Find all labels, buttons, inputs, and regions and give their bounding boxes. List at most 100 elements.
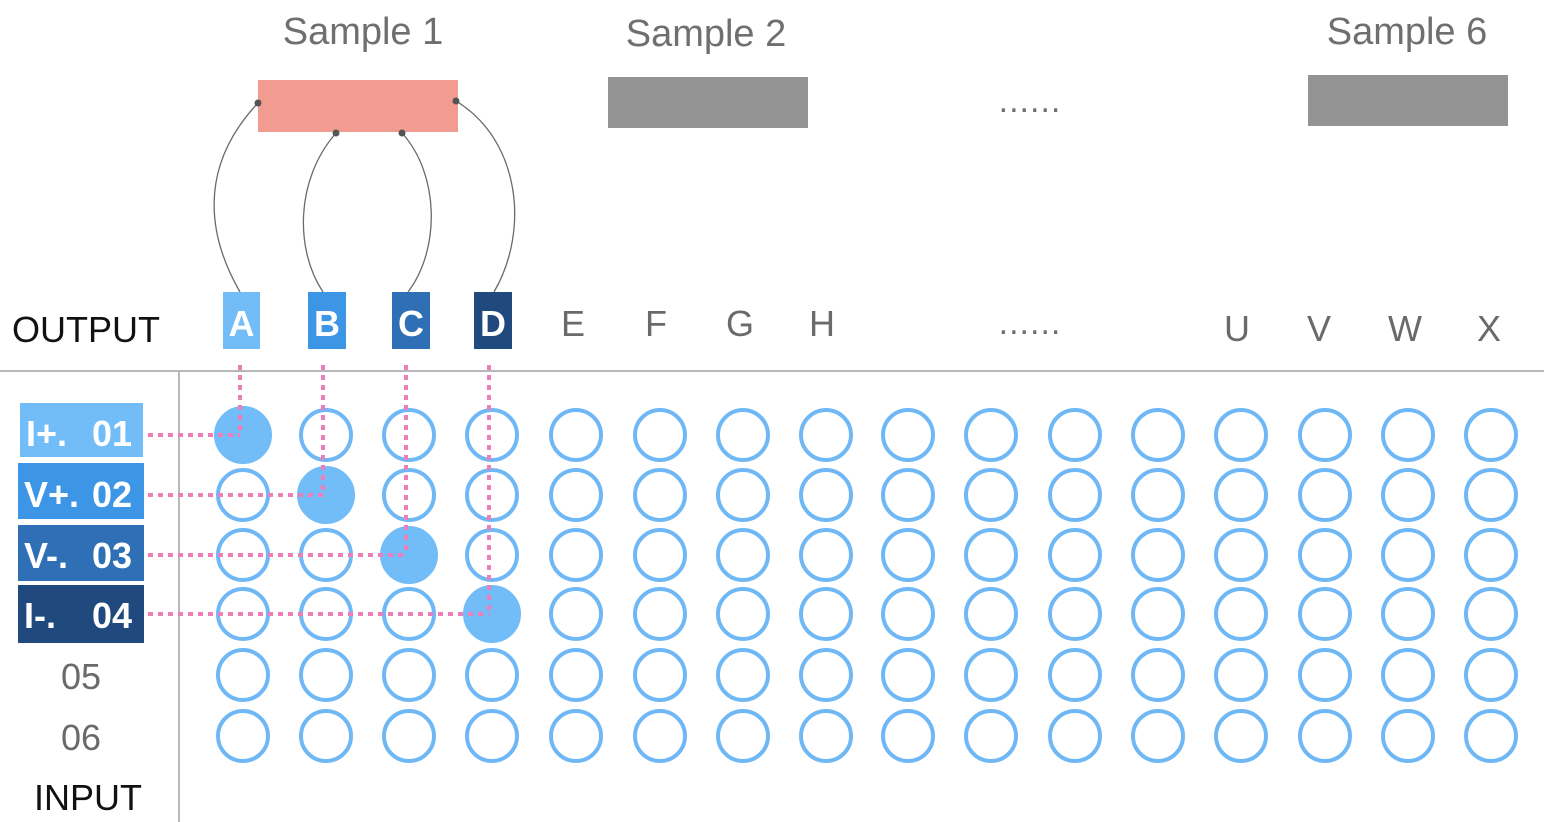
sample-1-bar [258,80,458,132]
well [716,709,770,763]
wire-c-anchor [398,129,406,137]
well [1464,408,1518,462]
output-badge-c [392,292,430,349]
well [1131,587,1185,641]
well [881,528,935,582]
well [1298,408,1352,462]
input-badge-01 [20,403,143,457]
well [299,408,353,462]
well [382,408,436,462]
output-label-c: C [398,303,424,344]
well [799,408,853,462]
well-connected [297,466,355,524]
well [1464,468,1518,522]
well [1381,648,1435,702]
wire-a-anchor [254,99,262,107]
well [633,528,687,582]
input-prefix-03: V-. [24,535,68,576]
well [1048,408,1102,462]
wire-a [213,102,259,293]
well [633,408,687,462]
output-badge-a [223,292,260,349]
input-prefix-02: V+. [24,474,79,515]
well [465,408,519,462]
output-title: OUTPUT [12,309,160,350]
well [549,408,603,462]
input-prefix-04: I-. [24,595,56,636]
well [881,709,935,763]
output-other-columns: E F G H ...... U V W X [561,303,1501,349]
well [216,648,270,702]
wire-d-anchor [452,97,460,105]
sample-1-title: Sample 1 [283,11,444,53]
well-connected [214,406,272,464]
well [299,709,353,763]
output-label-g: G [726,303,754,344]
well [549,587,603,641]
input-number-02: 02 [92,474,132,515]
wire-c [401,132,432,293]
sample-6-title: Sample 6 [1327,11,1488,53]
well [1381,468,1435,522]
wire-b [302,132,337,293]
input-active-rows: I+. 01 V+. 02 V-. 03 I-. 04 [18,403,144,643]
output-label-e: E [561,303,585,344]
well [964,468,1018,522]
well [716,648,770,702]
well [1131,709,1185,763]
output-label-a: A [229,303,255,344]
input-number-03: 03 [92,535,132,576]
sample-2-bar [608,77,808,128]
well [799,468,853,522]
well [799,528,853,582]
well [382,648,436,702]
well [633,468,687,522]
input-number-06: 06 [61,717,101,758]
well [799,648,853,702]
output-label-h: H [809,303,835,344]
output-active-columns: A B C D [223,292,512,349]
well [1214,648,1268,702]
well [716,408,770,462]
output-label-b: B [314,303,340,344]
well [1214,528,1268,582]
well [716,528,770,582]
well [465,648,519,702]
well [799,709,853,763]
sample-2-title: Sample 2 [626,13,787,55]
well [881,587,935,641]
input-title: INPUT [34,777,142,818]
well [964,709,1018,763]
well [881,648,935,702]
well [549,648,603,702]
well [216,709,270,763]
well [633,587,687,641]
well [465,528,519,582]
well [1131,648,1185,702]
output-label-f: F [645,303,667,344]
well [1381,587,1435,641]
well [1298,528,1352,582]
well [1214,468,1268,522]
well [1048,528,1102,582]
well [1464,709,1518,763]
well [1298,648,1352,702]
wire-d [455,100,516,293]
input-prefix-01: I+. [26,413,67,454]
well [799,587,853,641]
sample-1-wires [213,97,516,293]
output-label-d: D [480,303,506,344]
well [1298,709,1352,763]
wire-b-anchor [332,129,340,137]
output-label-v: V [1307,308,1331,349]
output-badge-d [474,292,512,349]
well [1298,468,1352,522]
sample-6-bar [1308,75,1508,126]
output-label-u: U [1224,308,1250,349]
well [1131,528,1185,582]
well [1131,408,1185,462]
well [716,587,770,641]
well [549,528,603,582]
well [299,648,353,702]
